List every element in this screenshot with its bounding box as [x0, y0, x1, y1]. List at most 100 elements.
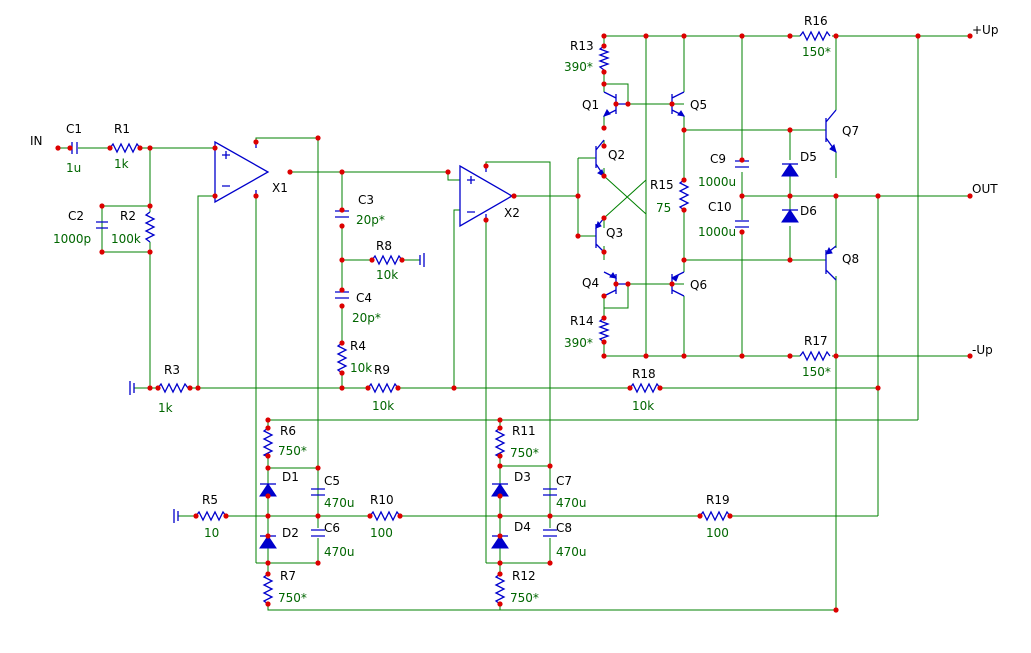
- value-c4: 20p*: [352, 311, 381, 325]
- junction-node: [187, 385, 193, 391]
- junction-node: [601, 125, 607, 131]
- value-r18: 10k: [632, 399, 654, 413]
- value-r8: 10k: [376, 268, 398, 282]
- c1-symbol: [71, 142, 78, 154]
- ground-symbol-r3: [129, 381, 135, 395]
- ref-q4: Q4: [582, 276, 599, 290]
- junction-node: [739, 33, 745, 39]
- value-c6: 470u: [324, 545, 355, 559]
- r2-symbol: [144, 211, 156, 243]
- r5-symbol: [195, 510, 227, 522]
- junction-node: [339, 303, 345, 309]
- junction-node: [339, 257, 345, 263]
- junction-node: [787, 127, 793, 133]
- junction-node: [739, 193, 745, 199]
- ref-c7: C7: [556, 474, 572, 488]
- c7-symbol: [543, 488, 557, 496]
- junction-node: [601, 143, 607, 149]
- junction-node: [833, 353, 839, 359]
- junction-node: [613, 281, 619, 287]
- ref-c2: C2: [68, 209, 84, 223]
- ref-r11: R11: [512, 424, 536, 438]
- ref-d5: D5: [800, 150, 817, 164]
- r9-symbol: [367, 382, 399, 394]
- r12-symbol: [494, 573, 506, 605]
- x1-opamp-symbol: [214, 140, 270, 204]
- components: [71, 30, 837, 605]
- junction-node: [601, 293, 607, 299]
- junction-node: [601, 81, 607, 87]
- junction-node: [395, 385, 401, 391]
- junction-node: [727, 513, 733, 519]
- r1-symbol: [109, 142, 141, 154]
- value-c7: 470u: [556, 496, 587, 510]
- junction-node: [625, 101, 631, 107]
- junction-node: [265, 571, 271, 577]
- junction-node: [497, 560, 503, 566]
- junction-node: [627, 385, 633, 391]
- junction-node: [497, 453, 503, 459]
- ref-r14: R14: [570, 314, 594, 328]
- junction-node: [575, 193, 581, 199]
- junction-node: [967, 33, 973, 39]
- value-c9: 1000u: [698, 175, 736, 189]
- value-r19: 100: [706, 526, 729, 540]
- value-r10: 100: [370, 526, 393, 540]
- junction-node: [657, 385, 663, 391]
- ref-q1: Q1: [582, 98, 599, 112]
- value-r14: 390*: [564, 336, 593, 350]
- junction-node: [265, 533, 271, 539]
- x2-opamp-symbol: [459, 164, 514, 228]
- r6-symbol: [262, 427, 274, 458]
- junction-node: [497, 601, 503, 607]
- junction-node: [875, 385, 881, 391]
- junction-node: [147, 249, 153, 255]
- junction-node: [265, 493, 271, 499]
- junction-node: [107, 145, 113, 151]
- r16-symbol: [799, 30, 831, 42]
- value-c1: 1u: [66, 161, 81, 175]
- value-c3: 20p*: [356, 213, 385, 227]
- ref-r18: R18: [632, 367, 656, 381]
- net-label-in: IN: [30, 134, 43, 148]
- ref-c1: C1: [66, 122, 82, 136]
- junction-node: [483, 217, 489, 223]
- junction-node: [147, 385, 153, 391]
- junction-node: [315, 560, 321, 566]
- junction-node: [265, 465, 271, 471]
- junction-node: [195, 385, 201, 391]
- junction-node: [365, 385, 371, 391]
- junction-node: [643, 33, 649, 39]
- value-c2: 1000p: [53, 232, 91, 246]
- junction-node: [967, 353, 973, 359]
- ground-symbol-r5: [173, 509, 179, 523]
- ref-r6: R6: [280, 424, 296, 438]
- junction-node: [875, 193, 881, 199]
- junction-node: [787, 353, 793, 359]
- junction-node: [265, 425, 271, 431]
- junction-node: [315, 135, 321, 141]
- value-r4: 10k: [350, 361, 372, 375]
- ref-c9: C9: [710, 152, 726, 166]
- junction-node: [915, 33, 921, 39]
- value-r1: 1k: [114, 157, 129, 171]
- value-c5: 470u: [324, 496, 355, 510]
- d4-diode-symbol: [491, 535, 509, 549]
- junction-node: [669, 281, 675, 287]
- wires: [58, 35, 970, 611]
- junction-node: [339, 169, 345, 175]
- junction-node: [681, 353, 687, 359]
- junction-node: [265, 417, 271, 423]
- value-r11: 750*: [510, 446, 539, 460]
- junction-node: [681, 207, 687, 213]
- value-r12: 750*: [510, 591, 539, 605]
- junction-node: [265, 560, 271, 566]
- junction-nodes: [55, 33, 973, 613]
- ref-r3: R3: [164, 363, 180, 377]
- ref-d2: D2: [282, 526, 299, 540]
- junction-node: [445, 169, 451, 175]
- junction-node: [669, 101, 675, 107]
- ref-c4: C4: [356, 291, 372, 305]
- r4-symbol: [336, 342, 348, 374]
